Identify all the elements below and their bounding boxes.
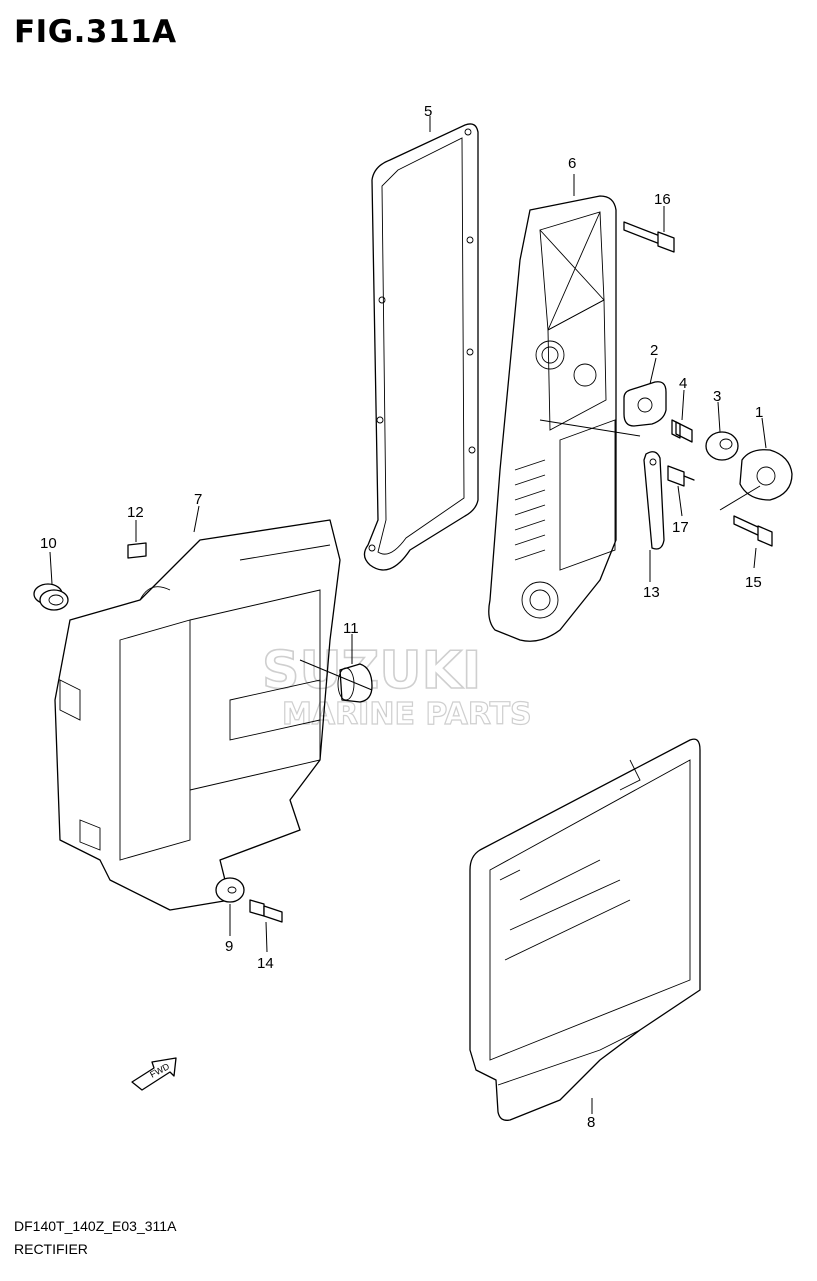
callout-6: 6 bbox=[568, 155, 576, 172]
callout-10: 10 bbox=[40, 535, 57, 552]
part-2-gasket bbox=[623, 381, 667, 427]
callouts: 1 2 3 4 5 6 7 8 9 10 11 12 13 14 15 16 1… bbox=[40, 103, 763, 1131]
part-16-bolt bbox=[623, 221, 675, 253]
callout-8: 8 bbox=[587, 1114, 595, 1131]
part-4-bolt bbox=[671, 419, 693, 443]
leader-lines bbox=[49, 116, 767, 1114]
callout-3: 3 bbox=[713, 388, 721, 405]
part-13-strap bbox=[643, 451, 665, 550]
callout-12: 12 bbox=[127, 504, 144, 521]
part-14-bolt bbox=[249, 899, 283, 923]
figure-code: DF140T_140Z_E03_311A bbox=[14, 1218, 177, 1234]
watermark: SUZUKI MARINE PARTS bbox=[261, 640, 532, 732]
part-12-clip bbox=[127, 542, 147, 559]
callout-7: 7 bbox=[194, 491, 202, 508]
part-10-grommet bbox=[33, 583, 69, 611]
callout-13: 13 bbox=[643, 584, 660, 601]
watermark-line2: MARINE PARTS bbox=[282, 697, 532, 732]
callout-17: 17 bbox=[672, 519, 689, 536]
fwd-arrow: FWD bbox=[131, 1057, 177, 1091]
callout-9: 9 bbox=[225, 938, 233, 955]
part-15-bolt bbox=[733, 515, 773, 547]
part-17-bolt bbox=[667, 465, 695, 487]
figure-title: FIG.311A bbox=[14, 14, 177, 50]
callout-11: 11 bbox=[343, 620, 359, 637]
part-6-bracket bbox=[488, 195, 617, 642]
part-5-gasket bbox=[363, 123, 479, 571]
part-8-cover bbox=[469, 738, 701, 1121]
callout-16: 16 bbox=[654, 191, 671, 208]
part-3-cushion bbox=[705, 431, 739, 461]
callout-4: 4 bbox=[679, 375, 687, 392]
callout-2: 2 bbox=[650, 342, 658, 359]
part-11-grommet bbox=[299, 659, 373, 703]
part-7-case bbox=[54, 519, 341, 911]
callout-14: 14 bbox=[257, 955, 274, 972]
part-9-washer bbox=[215, 877, 245, 903]
figure-name: RECTIFIER bbox=[14, 1241, 88, 1257]
callout-1: 1 bbox=[755, 404, 763, 421]
part-1-clamp bbox=[739, 449, 793, 501]
callout-15: 15 bbox=[745, 574, 762, 591]
callout-5: 5 bbox=[424, 103, 432, 120]
